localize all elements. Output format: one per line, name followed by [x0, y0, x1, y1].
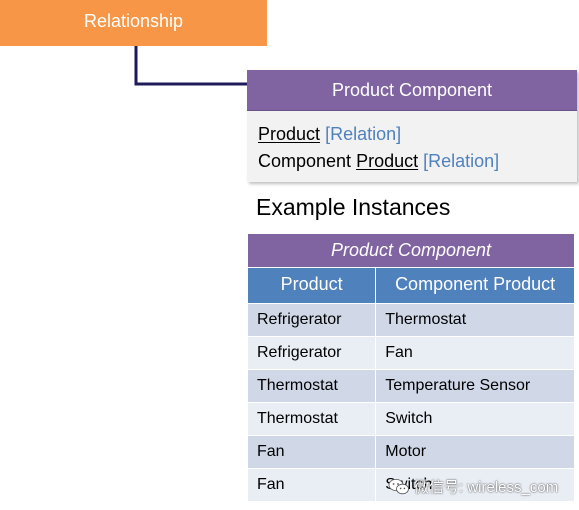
- table-header-row: Product Component Product: [246, 267, 575, 304]
- column-header-component-product: Component Product: [375, 267, 575, 304]
- entity-box-product-component: Product Component Product [Relation] Com…: [247, 70, 577, 182]
- table-row: Fan Motor: [246, 435, 575, 469]
- table-cell: Temperature Sensor: [375, 369, 575, 403]
- table-cell: Motor: [375, 435, 575, 469]
- relationship-box: Relationship: [0, 0, 267, 46]
- table-cell: Refrigerator: [246, 336, 377, 370]
- attribute-tag: [Relation]: [325, 124, 402, 144]
- table-cell: Fan: [375, 336, 575, 370]
- table-cell: Switch: [375, 402, 575, 436]
- table-row: Thermostat Switch: [246, 402, 575, 436]
- table-cell: Thermostat: [375, 303, 575, 337]
- entity-attribute-product: Product [Relation]: [258, 121, 577, 148]
- table-cell: Thermostat: [246, 402, 377, 436]
- attribute-prefix: Component: [258, 151, 352, 171]
- attribute-name: Product: [258, 124, 321, 144]
- entity-header: Product Component: [247, 70, 577, 111]
- column-header-product: Product: [246, 267, 377, 304]
- instances-table: Product Component Product Component Prod…: [246, 233, 575, 502]
- relationship-label: Relationship: [83, 10, 184, 31]
- table-cell: Switch: [375, 468, 575, 502]
- watermark: 微信号: wireless_com: [388, 476, 558, 497]
- table-cell: Fan: [246, 435, 377, 469]
- table-cell: Refrigerator: [246, 303, 377, 337]
- table-caption-row: Product Component: [247, 233, 575, 268]
- table-caption: Product Component: [247, 233, 575, 268]
- attribute-name: Product: [356, 151, 419, 171]
- example-instances-heading: Example Instances: [256, 194, 451, 220]
- watermark-text: 微信号: wireless_com: [414, 479, 559, 496]
- wechat-icon: [388, 478, 409, 494]
- table-row: Thermostat Temperature Sensor: [246, 369, 575, 403]
- table-cell: Thermostat: [246, 369, 377, 403]
- entity-attributes: Product [Relation] Component Product [Re…: [247, 111, 577, 175]
- entity-attribute-component-product: Component Product [Relation]: [258, 148, 577, 175]
- table-row: Refrigerator Fan: [246, 336, 575, 370]
- table-cell: Fan: [246, 468, 377, 502]
- table-row: Refrigerator Thermostat: [246, 303, 575, 337]
- attribute-tag: [Relation]: [423, 151, 500, 171]
- table-row: Fan Switch: [246, 468, 575, 502]
- entity-title: Product Component: [331, 79, 493, 100]
